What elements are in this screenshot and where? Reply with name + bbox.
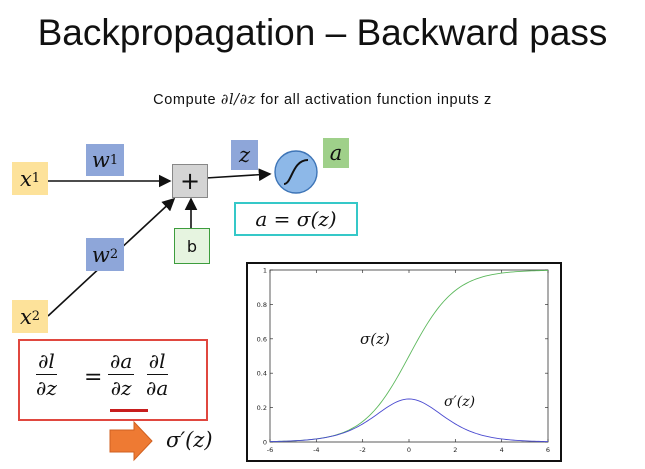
x1-base: x [19, 166, 32, 191]
sigmoid-chart: -6 -4 -2 0 2 4 6 0 0.2 0.4 0.6 0.8 1 σ(z) σ′(z) [257, 267, 550, 455]
highlight-underline [110, 409, 148, 412]
subtitle-suffix: for all activation function inputs z [256, 92, 492, 108]
a-label: a [323, 138, 349, 168]
result-arrow-icon [109, 420, 153, 462]
subtitle-math: ∂l/∂z [220, 92, 257, 108]
w2-sub: 2 [109, 247, 119, 262]
legend-sigmoid-derivative: σ′(z) [444, 394, 475, 410]
equals-sign: = [84, 365, 103, 390]
activation-equation: a = σ(z) [234, 202, 358, 236]
y-tick-label: 0 [263, 439, 267, 447]
x-tick-label: -6 [267, 446, 273, 454]
x-tick-label: -4 [313, 446, 319, 454]
subtitle: Compute ∂l/∂z for all activation functio… [0, 92, 645, 108]
subtitle-prefix: Compute [153, 92, 221, 108]
bias-node: b [174, 228, 210, 264]
x-tick-label: -2 [359, 446, 365, 454]
frac-dl-dz: ∂l ∂z [36, 349, 57, 401]
x2-base: x [19, 304, 32, 329]
x-tick-label: 2 [453, 446, 457, 454]
x2-sub: 2 [31, 309, 41, 324]
z-label: z [231, 140, 258, 170]
w1-base: w [91, 148, 110, 172]
x-tick-label: 6 [546, 446, 550, 454]
w2-base: w [91, 242, 110, 267]
y-tick-label: 0.8 [257, 301, 267, 309]
chain-rule-box: ∂l ∂z = ∂a ∂z ∂l ∂a [18, 339, 208, 421]
sum-node: + [172, 164, 208, 198]
x-tick-label: 4 [500, 446, 504, 454]
y-tick-label: 0.4 [257, 370, 267, 378]
frac-dl-dz-num: ∂l [36, 349, 57, 375]
w1-sub: 1 [109, 152, 119, 168]
sigmoid-derivative-result: σ′(z) [166, 428, 213, 452]
frac-dl-da-num: ∂l [146, 349, 168, 375]
frac-da-dz-num: ∂a [108, 349, 135, 375]
legend-sigmoid: σ(z) [360, 330, 390, 348]
frac-dl-da-den: ∂a [146, 376, 169, 400]
frac-dl-da: ∂l ∂a [146, 349, 168, 401]
sigmoid-chart-frame: -6 -4 -2 0 2 4 6 0 0.2 0.4 0.6 0.8 1 σ(z) σ′(z) [246, 262, 562, 462]
page-title: Backpropagation – Backward pass [37, 12, 608, 53]
y-tick-label: 0.2 [257, 404, 267, 412]
series-line-sigmoid-derivative [269, 398, 549, 443]
frac-da-dz-den: ∂z [110, 376, 132, 400]
x-tick-label: 0 [407, 446, 411, 454]
y-tick-label: 1 [263, 267, 267, 275]
frac-dl-dz-den: ∂z [36, 376, 57, 400]
sigmoid-glyph-icon [283, 159, 309, 185]
wire-plus-sigmoid [205, 168, 272, 182]
frac-da-dz: ∂a ∂z [108, 349, 135, 401]
y-tick-label: 0.6 [257, 335, 267, 343]
sigmoid-node [274, 150, 318, 194]
x1-sub: 1 [31, 171, 41, 186]
